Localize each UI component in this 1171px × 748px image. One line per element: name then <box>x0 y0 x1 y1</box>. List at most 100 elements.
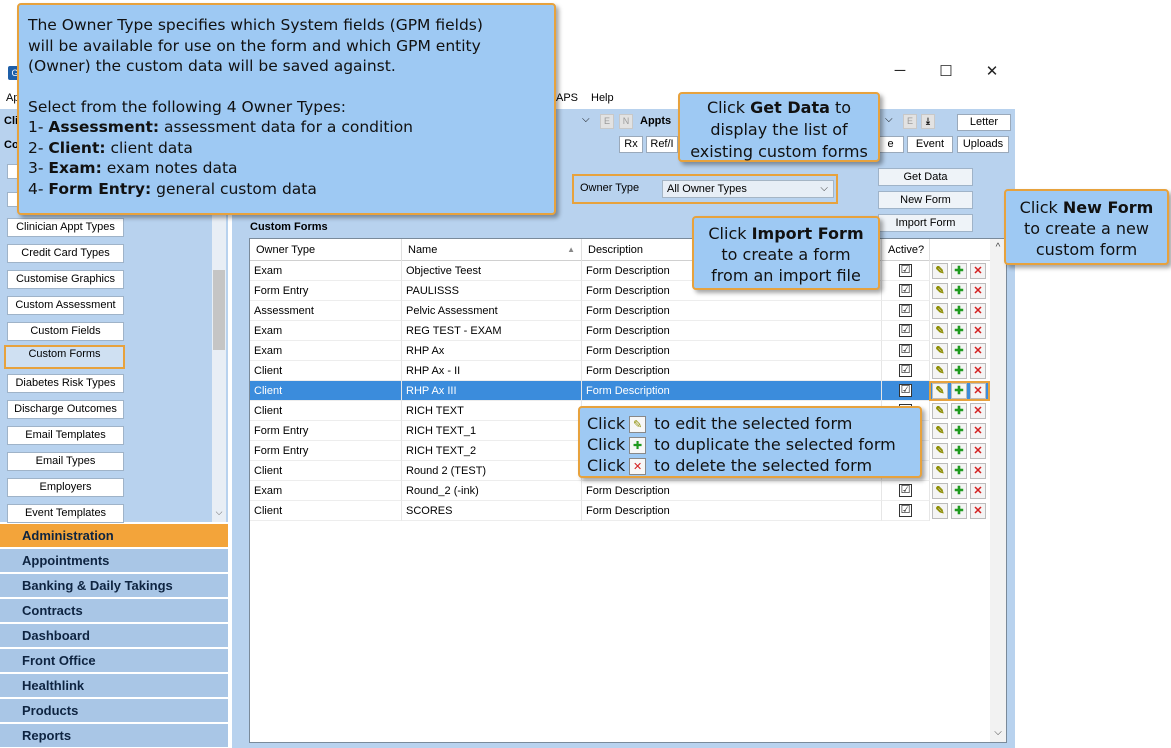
maximize-button[interactable]: ☐ <box>939 63 953 80</box>
import-form-button[interactable]: Import Form <box>878 214 973 232</box>
nav-section-products[interactable]: Products <box>0 698 228 722</box>
edit-icon[interactable]: ✎ <box>932 263 948 279</box>
edit-icon[interactable]: ✎ <box>932 503 948 519</box>
edit-icon[interactable]: ✎ <box>932 303 948 319</box>
admin-item-email-types[interactable]: Email Types <box>7 452 124 471</box>
active-checkbox[interactable]: ☑ <box>899 304 912 317</box>
edit-icon[interactable]: ✎ <box>932 323 948 339</box>
chevron-down-icon[interactable]: ⌵ <box>582 114 590 125</box>
download-icon[interactable]: ⤓ <box>921 114 935 129</box>
duplicate-icon[interactable]: ✚ <box>951 463 967 479</box>
active-checkbox[interactable]: ☑ <box>899 344 912 357</box>
admin-item-credit-card-types[interactable]: Credit Card Types <box>7 244 124 263</box>
nav-section-administration[interactable]: Administration <box>0 523 228 547</box>
duplicate-icon[interactable]: ✚ <box>951 303 967 319</box>
referral-button[interactable]: Ref/I <box>646 136 678 153</box>
nav-section-front-office[interactable]: Front Office <box>0 648 228 672</box>
nav-section-healthlink[interactable]: Healthlink <box>0 673 228 697</box>
delete-icon[interactable]: ✕ <box>970 503 986 519</box>
duplicate-icon[interactable]: ✚ <box>951 483 967 499</box>
column-active[interactable]: Active? <box>882 239 930 261</box>
nav-section-contracts[interactable]: Contracts <box>0 598 228 622</box>
column-description[interactable]: Description <box>582 239 882 261</box>
toolbar-e-button[interactable]: e <box>877 136 904 153</box>
toolbar-mini-n[interactable]: N <box>619 114 633 129</box>
event-button[interactable]: Event <box>907 136 953 153</box>
active-checkbox[interactable]: ☑ <box>899 264 912 277</box>
new-form-button[interactable]: New Form <box>878 191 973 209</box>
admin-item-clinician-appt-types[interactable]: Clinician Appt Types <box>7 218 124 237</box>
scroll-down-icon[interactable]: ⌵ <box>215 507 223 517</box>
delete-icon[interactable]: ✕ <box>970 423 986 439</box>
active-checkbox[interactable]: ☑ <box>899 504 912 517</box>
delete-icon[interactable]: ✕ <box>970 483 986 499</box>
toolbar-mini-e2[interactable]: E <box>903 114 917 129</box>
delete-icon[interactable]: ✕ <box>970 383 986 399</box>
delete-icon[interactable]: ✕ <box>970 283 986 299</box>
nav-section-banking[interactable]: Banking & Daily Takings <box>0 573 228 597</box>
scrollbar-thumb[interactable] <box>213 270 225 350</box>
menu-item-aps[interactable]: APS <box>556 92 579 104</box>
edit-icon[interactable]: ✎ <box>932 423 948 439</box>
admin-item-customise-graphics[interactable]: Customise Graphics <box>7 270 124 289</box>
edit-icon[interactable]: ✎ <box>932 383 948 399</box>
column-owner-type[interactable]: Owner Type <box>250 239 402 261</box>
get-data-button[interactable]: Get Data <box>878 168 973 186</box>
edit-icon[interactable]: ✎ <box>932 443 948 459</box>
active-checkbox[interactable]: ☑ <box>899 364 912 377</box>
owner-type-select[interactable]: All Owner Types ⌵ <box>662 180 834 198</box>
edit-icon[interactable]: ✎ <box>932 283 948 299</box>
scroll-down-icon-2[interactable]: ⌵ <box>994 727 1002 738</box>
delete-icon[interactable]: ✕ <box>970 303 986 319</box>
left-panel-scrollbar[interactable]: ⌵ <box>212 155 226 522</box>
duplicate-icon[interactable]: ✚ <box>951 323 967 339</box>
edit-icon[interactable]: ✎ <box>932 483 948 499</box>
duplicate-icon[interactable]: ✚ <box>951 423 967 439</box>
edit-icon[interactable]: ✎ <box>932 363 948 379</box>
active-checkbox[interactable]: ☑ <box>899 484 912 497</box>
edit-icon[interactable]: ✎ <box>932 463 948 479</box>
delete-icon[interactable]: ✕ <box>970 343 986 359</box>
duplicate-icon[interactable]: ✚ <box>951 263 967 279</box>
admin-item-email-templates[interactable]: Email Templates <box>7 426 124 445</box>
scroll-up-icon[interactable]: ^ <box>995 242 1001 253</box>
nav-section-dashboard[interactable]: Dashboard <box>0 623 228 647</box>
admin-item-custom-assessment[interactable]: Custom Assessment <box>7 296 124 315</box>
delete-icon[interactable]: ✕ <box>970 443 986 459</box>
admin-item-event-templates[interactable]: Event Templates <box>7 504 124 523</box>
column-name[interactable]: Name ▲ <box>402 239 582 261</box>
admin-item-discharge-outcomes[interactable]: Discharge Outcomes <box>7 400 124 419</box>
rx-button[interactable]: Rx <box>619 136 643 153</box>
active-checkbox[interactable]: ☑ <box>899 324 912 337</box>
duplicate-icon[interactable]: ✚ <box>951 503 967 519</box>
admin-item-custom-forms[interactable]: Custom Forms <box>4 345 125 369</box>
minimize-button[interactable]: ─ <box>894 62 906 79</box>
duplicate-icon[interactable]: ✚ <box>951 443 967 459</box>
duplicate-icon[interactable]: ✚ <box>951 343 967 359</box>
letter-button[interactable]: Letter <box>957 114 1011 131</box>
toolbar-mini-e[interactable]: E <box>600 114 614 129</box>
duplicate-icon[interactable]: ✚ <box>951 383 967 399</box>
chevron-down-icon-2[interactable]: ⌵ <box>885 114 893 125</box>
duplicate-icon[interactable]: ✚ <box>951 363 967 379</box>
edit-icon[interactable]: ✎ <box>932 403 948 419</box>
delete-icon[interactable]: ✕ <box>970 403 986 419</box>
grid-scrollbar[interactable]: ^ ⌵ <box>990 239 1006 742</box>
menu-item-ap[interactable]: Ap <box>6 92 20 104</box>
delete-icon[interactable]: ✕ <box>970 363 986 379</box>
active-checkbox[interactable]: ☑ <box>899 284 912 297</box>
admin-item-employers[interactable]: Employers <box>7 478 124 497</box>
uploads-button[interactable]: Uploads <box>957 136 1009 153</box>
admin-item-diabetes-risk-types[interactable]: Diabetes Risk Types <box>7 374 124 393</box>
duplicate-icon[interactable]: ✚ <box>951 403 967 419</box>
close-button[interactable]: ✕ <box>985 63 999 80</box>
